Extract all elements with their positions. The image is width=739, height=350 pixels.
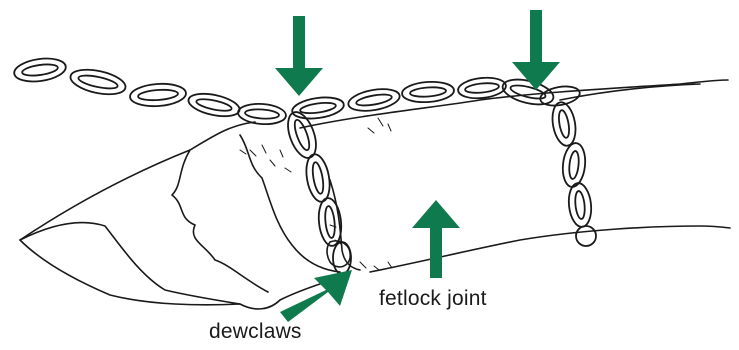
arrow-down-right — [512, 10, 560, 90]
arrow-icon — [280, 270, 352, 322]
arrow-icon — [512, 10, 560, 90]
chain-drop-right — [549, 100, 596, 246]
fetlock-joint-label: fetlock joint — [379, 287, 487, 311]
arrow-icon — [275, 16, 323, 96]
hair-fringe — [172, 150, 268, 292]
arrows — [275, 10, 560, 322]
chain-drop-left — [283, 108, 351, 274]
arrow-up-fetlock — [412, 200, 460, 278]
arrow-down-left — [275, 16, 323, 96]
arrow-diagonal-dewclaws — [280, 270, 352, 322]
arrow-icon — [412, 200, 460, 278]
leg-drawing — [20, 80, 730, 309]
dewclaws-label: dewclaws — [209, 320, 302, 344]
hoof-wall-line — [20, 223, 240, 304]
leg-lower-edge — [370, 226, 730, 272]
leg-upper-edge — [300, 80, 728, 128]
